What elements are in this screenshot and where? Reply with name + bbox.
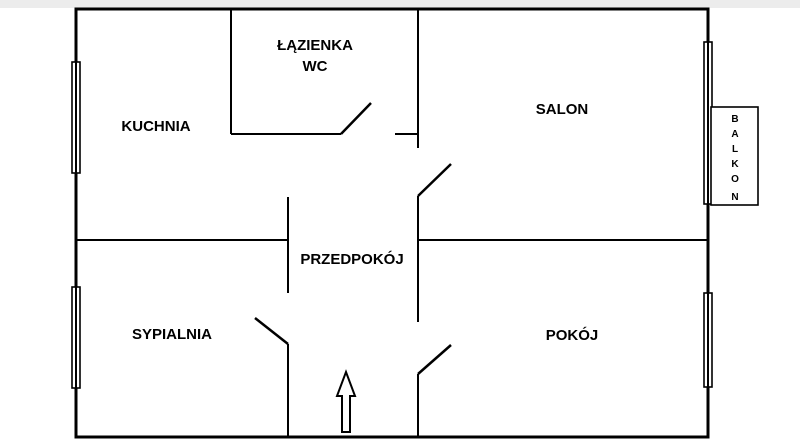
label-sypialnia: SYPIALNIA [132,326,212,343]
label-lazienka: ŁĄZIENKA [277,37,353,54]
interior-walls [76,9,708,437]
label-kuchnia: KUCHNIA [121,118,190,135]
balkon-letter: A [731,129,738,140]
bathroom-door [340,102,372,135]
doors [254,102,452,375]
balkon-letter: B [731,114,738,125]
balkon-letter: K [731,159,739,170]
top-shade [0,0,800,8]
balkon-letter: L [732,144,738,155]
arrow-up-icon [335,369,357,433]
balkon-box [710,106,759,206]
room-door [417,344,452,375]
balkon-letter: N [731,192,738,203]
label-przedpokoj: PRZEDPOKÓJ [300,250,403,268]
outer-walls [74,7,710,439]
bedroom-door [254,317,289,345]
balkon: B A L K O N [710,106,759,206]
label-salon: SALON [536,101,589,118]
salon-door [417,163,452,197]
balkon-letter: O [731,174,739,185]
windows [71,41,713,389]
label-pokoj: POKÓJ [546,326,599,344]
label-wc: WC [303,58,328,75]
